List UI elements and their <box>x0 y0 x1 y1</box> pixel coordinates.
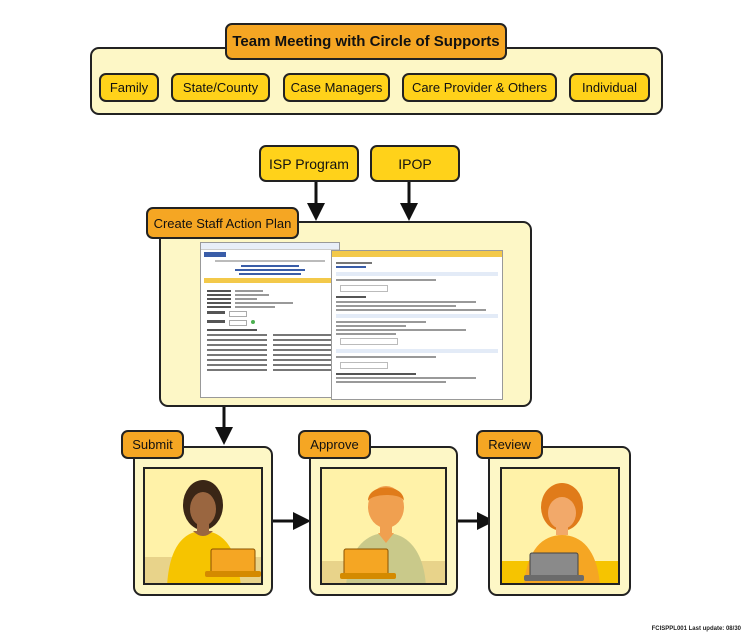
support-individual: Individual <box>569 73 650 102</box>
team-meeting-title: Team Meeting with Circle of Supports <box>225 23 507 60</box>
isp-program-box: ISP Program <box>259 145 359 182</box>
support-case-managers: Case Managers <box>283 73 390 102</box>
staff-action-plan-title: Create Staff Action Plan <box>146 207 299 239</box>
support-family: Family <box>99 73 159 102</box>
review-label: Review <box>476 430 543 459</box>
plan-details-thumbnail <box>331 250 503 400</box>
submitter-illustration <box>143 467 263 585</box>
support-care-provider: Care Provider & Others <box>402 73 557 102</box>
footer-code: FCISPPL001 Last update: 08/30 <box>651 626 741 632</box>
ipop-box: IPOP <box>370 145 460 182</box>
submit-label: Submit <box>121 430 184 459</box>
reviewer-illustration <box>500 467 620 585</box>
approve-label: Approve <box>298 430 371 459</box>
plan-form-thumbnail <box>200 242 340 398</box>
support-state-county: State/County <box>171 73 270 102</box>
approver-illustration <box>320 467 447 585</box>
